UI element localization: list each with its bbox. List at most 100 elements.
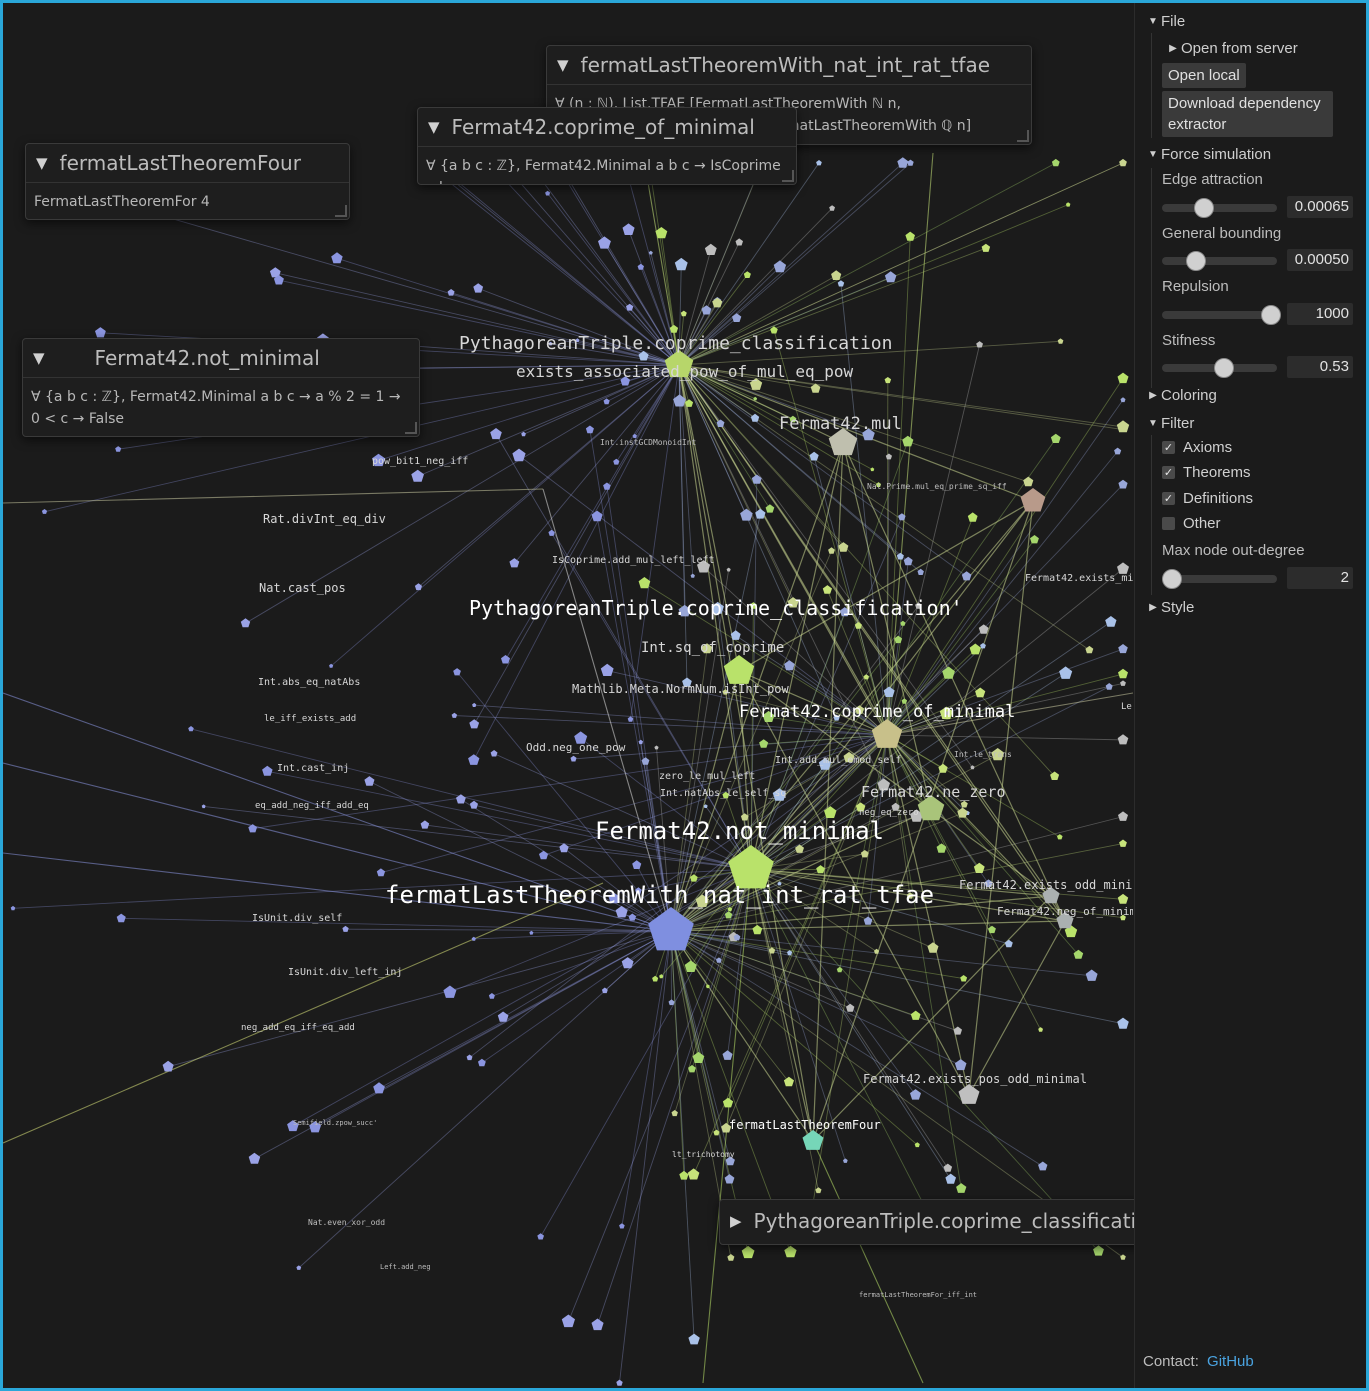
expand-triangle-icon[interactable]: ▶ [730,1212,742,1230]
graph-node[interactable] [692,1051,705,1063]
graph-node[interactable] [466,1054,473,1061]
graph-node[interactable] [978,624,989,634]
graph-node[interactable] [885,453,892,460]
graph-node[interactable] [616,1379,623,1386]
collapse-triangle-icon[interactable]: ▼ [36,154,48,172]
graph-node[interactable] [638,739,644,745]
graph-node[interactable] [722,791,730,799]
graph-node[interactable] [727,1254,735,1261]
graph-node[interactable] [613,458,620,465]
graph-node[interactable] [907,159,914,166]
node-window-not-minimal[interactable]: ▼Fermat42.not_minimal ∀ {a b c : ℤ}, Fer… [22,338,420,437]
graph-node[interactable] [1038,1027,1043,1032]
graph-node[interactable] [787,597,799,608]
graph-node[interactable] [784,660,795,671]
graph-node[interactable] [655,227,668,239]
graph-node[interactable] [641,757,650,765]
graph-node[interactable] [1050,771,1060,781]
graph-node[interactable] [697,560,711,573]
graph-node[interactable] [772,788,786,801]
graph-node[interactable] [862,428,875,441]
graph-node[interactable] [680,310,687,317]
max-out-degree-slider[interactable] [1162,569,1277,589]
graph-node[interactable] [1120,680,1126,686]
graph-node[interactable] [975,687,986,698]
graph-node[interactable] [548,529,555,536]
graph-node[interactable] [608,892,620,904]
graph-node[interactable] [309,1121,321,1133]
graph-node-exists-pos-odd-minimal[interactable] [958,1084,980,1104]
node-window-fermat-four[interactable]: ▼fermatLastTheoremFour FermatLastTheorem… [25,143,350,220]
graph-node[interactable] [1085,969,1098,981]
graph-node[interactable] [1118,811,1128,821]
graph-node[interactable] [688,1333,700,1345]
graph-node[interactable] [262,765,273,776]
graph-node[interactable] [980,643,986,649]
graph-node[interactable] [755,508,766,519]
graph-node[interactable] [704,243,717,255]
graph-node[interactable] [897,157,909,168]
graph-node[interactable] [679,1170,689,1180]
edge-attraction-input[interactable]: 0.00065 [1287,196,1353,218]
graph-node[interactable] [342,925,349,932]
node-window-coprime-of-minimal[interactable]: ▼Fermat42.coprime_of_minimal ∀ {a b c : … [417,107,797,185]
graph-node[interactable] [988,925,996,934]
graph-node[interactable] [574,731,588,744]
graph-node[interactable] [1051,158,1060,167]
folder-file[interactable]: ▼File [1145,10,1185,32]
graph-node[interactable] [915,602,922,609]
graph-node[interactable] [712,297,723,308]
node-window-pythagorean[interactable]: ▶PythagoreanTriple.coprime_classificatio… [719,1199,1210,1245]
general-bounding-slider[interactable] [1162,251,1277,271]
graph-node[interactable] [1118,668,1128,679]
stiffness-input[interactable]: 0.53 [1287,356,1353,378]
collapse-triangle-icon[interactable]: ▼ [428,118,440,136]
graph-node[interactable] [545,190,551,196]
graph-node[interactable] [730,630,741,640]
slider-knob[interactable] [1261,305,1281,325]
graph-node[interactable] [659,974,664,979]
graph-node[interactable] [473,283,484,293]
graph-node[interactable] [690,874,698,882]
graph-node[interactable] [10,905,16,911]
graph-node[interactable] [759,739,769,748]
collapse-triangle-icon[interactable]: ▼ [557,56,569,74]
graph-node[interactable] [469,719,480,729]
graph-node[interactable] [329,663,334,668]
graph-node[interactable] [627,716,634,722]
graph-node[interactable] [201,804,206,809]
graph-node[interactable] [752,924,763,935]
slider-knob[interactable] [1214,358,1234,378]
graph-node[interactable] [296,1265,302,1270]
definitions-checkbox[interactable]: ✓Definitions [1162,490,1253,507]
graph-node[interactable] [843,751,855,763]
graph-node[interactable] [269,267,281,278]
graph-node[interactable] [954,1059,967,1071]
graph-node[interactable] [1105,683,1113,690]
graph-node[interactable] [751,474,762,484]
folder-style[interactable]: ▶Style [1145,596,1194,618]
graph-node[interactable] [512,448,526,462]
graph-node[interactable] [740,813,749,821]
graph-node[interactable] [548,341,553,346]
graph-node-exists-odd-minimal[interactable] [1042,887,1060,904]
graph-node[interactable] [468,754,480,765]
graph-node[interactable] [603,482,611,490]
graph-node[interactable] [1030,535,1039,544]
other-checkbox[interactable]: Other [1162,515,1221,532]
graph-node[interactable] [724,1174,735,1184]
graph-node[interactable] [188,726,194,732]
graph-node[interactable] [1114,447,1122,455]
graph-node[interactable] [364,776,375,786]
graph-node[interactable] [1093,1245,1104,1256]
graph-node[interactable] [373,1082,385,1094]
graph-node[interactable] [783,1076,794,1087]
graph-node-neg-of-minimal[interactable] [1056,912,1074,929]
graph-node[interactable] [652,975,659,982]
graph-node[interactable] [839,607,850,617]
graph-node[interactable] [816,160,822,166]
graph-node[interactable] [855,802,866,812]
graph-node[interactable] [628,913,637,921]
graph-node[interactable] [447,289,455,296]
graph-node[interactable] [957,807,968,818]
